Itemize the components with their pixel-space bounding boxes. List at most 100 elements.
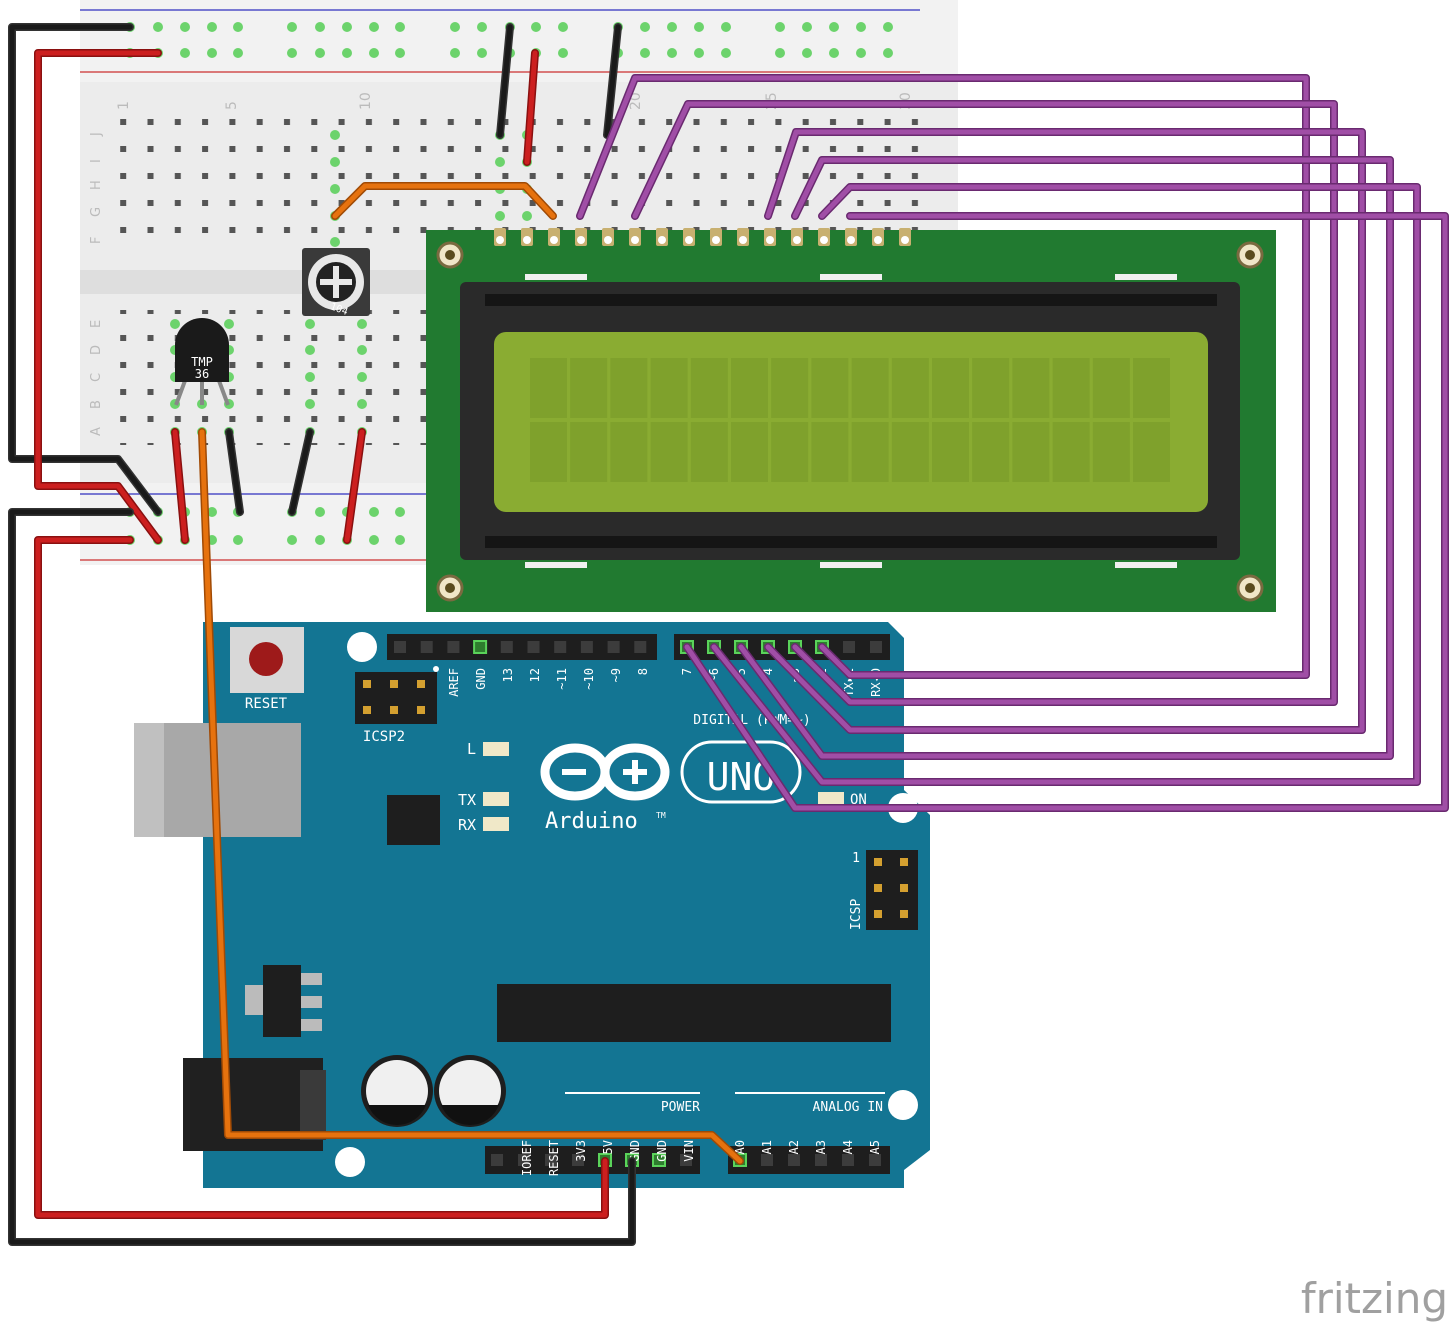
header-pin	[500, 641, 513, 653]
lcd-cell	[1133, 422, 1170, 482]
lcd-pin-hole	[901, 236, 909, 244]
lcd-pin-hole	[685, 236, 693, 244]
pin-label: A4	[841, 1140, 855, 1154]
lcd-cell	[932, 358, 969, 418]
power-label: POWER	[661, 1100, 700, 1115]
capacitor	[361, 1055, 433, 1127]
column-number: 1	[116, 101, 132, 110]
lcd-cell	[972, 422, 1010, 482]
pin-label: A1	[760, 1140, 774, 1154]
wire-purple	[632, 101, 1337, 705]
icsp-label: ICSP	[849, 899, 864, 930]
lcd-pin-hole	[631, 236, 639, 244]
pin-label: A0	[733, 1140, 747, 1154]
lcd-cell	[891, 422, 929, 482]
pin-label: A2	[787, 1140, 801, 1154]
header-pin	[842, 1154, 854, 1166]
wire-black	[604, 24, 621, 138]
wire-black	[9, 509, 635, 1245]
lcd-pin-hole	[550, 236, 558, 244]
lcd-cell	[1092, 422, 1130, 482]
header-pin	[420, 641, 433, 653]
wire-black	[289, 429, 313, 515]
row-letter: B	[89, 400, 104, 409]
lcd-cell	[811, 358, 849, 418]
lcd-cell	[731, 422, 768, 482]
arduino-uno-board: RESET ICSP2 L TX RX ON Arduino TM UNO	[134, 622, 930, 1188]
pin-label: ~9	[609, 668, 623, 682]
wire-red	[35, 537, 608, 1218]
lcd-cell	[610, 358, 648, 418]
pin-label: IOREF	[520, 1140, 534, 1176]
wire-purple	[711, 184, 1420, 785]
analog-in-label: ANALOG IN	[813, 1100, 883, 1115]
lcd-cell	[1012, 422, 1050, 482]
voltage-regulator	[263, 965, 301, 1037]
wire-orange	[332, 183, 556, 219]
row-letter: D	[89, 345, 104, 355]
pin-label: 7	[680, 668, 694, 675]
lcd-cell	[610, 422, 648, 482]
header-pin	[527, 641, 540, 653]
lcd-display	[426, 228, 1276, 612]
header-pin	[652, 1153, 666, 1167]
icsp-pin1-label: 1	[852, 851, 860, 866]
lcd-cell	[771, 358, 809, 418]
wire-black	[9, 24, 161, 515]
lcd-pin-hole	[712, 236, 720, 244]
lcd-cell	[1012, 358, 1050, 418]
header-pin	[545, 1154, 557, 1166]
led-tx	[483, 792, 509, 806]
lcd-cell	[530, 358, 567, 418]
lcd-cell	[530, 422, 567, 482]
column-number: 20	[628, 92, 644, 110]
capacitor	[434, 1055, 506, 1127]
row-letter: F	[89, 237, 104, 244]
header-pin	[580, 641, 593, 653]
lcd-cell	[851, 422, 889, 482]
pin-label: 13	[501, 668, 515, 682]
row-letter: H	[89, 180, 104, 190]
lcd-cell	[1133, 358, 1170, 418]
header-pin	[680, 1154, 692, 1166]
wire-black	[226, 429, 243, 515]
arduino-logo-text: Arduino	[545, 809, 638, 834]
header-pin	[843, 641, 855, 653]
terminal-holes-bottom	[108, 310, 428, 445]
row-letter: I	[89, 159, 104, 163]
digital-label: DIGITAL (PWM=~)	[693, 713, 810, 728]
lcd-pin-hole	[604, 236, 612, 244]
lcd-cell	[771, 422, 809, 482]
trademark: TM	[656, 811, 666, 820]
lcd-pin-hole	[766, 236, 774, 244]
led-rx-label: RX	[458, 816, 476, 834]
row-letter: J	[89, 132, 104, 137]
lcd-cell	[650, 358, 688, 418]
lcd-header-pins	[494, 228, 911, 246]
column-number: 10	[358, 92, 374, 110]
column-number: 5	[224, 101, 240, 110]
lcd-cell	[570, 422, 608, 482]
header-pin	[761, 1154, 773, 1166]
header-pin	[554, 641, 567, 653]
pin-label: GND	[474, 668, 488, 690]
wire-orange	[199, 429, 743, 1164]
lcd-pin-hole	[793, 236, 801, 244]
row-letter: E	[89, 320, 104, 328]
pin-label: 3V3	[574, 1140, 588, 1162]
lcd-cell	[811, 422, 849, 482]
lcd-cell	[690, 422, 728, 482]
row-letter: A	[89, 427, 104, 436]
lcd-cell	[650, 422, 688, 482]
header-pin	[473, 640, 488, 654]
header-pins	[394, 640, 882, 1167]
lcd-pin-hole	[874, 236, 882, 244]
pin-label: ~10	[582, 668, 596, 690]
icsp2-header	[355, 672, 437, 724]
potentiometer: 104	[302, 248, 370, 318]
pin-label: AREF	[447, 668, 461, 697]
sensor-label-line2: 36	[195, 367, 209, 381]
header-pin	[518, 1154, 530, 1166]
reset-button-cap[interactable]	[249, 642, 283, 676]
